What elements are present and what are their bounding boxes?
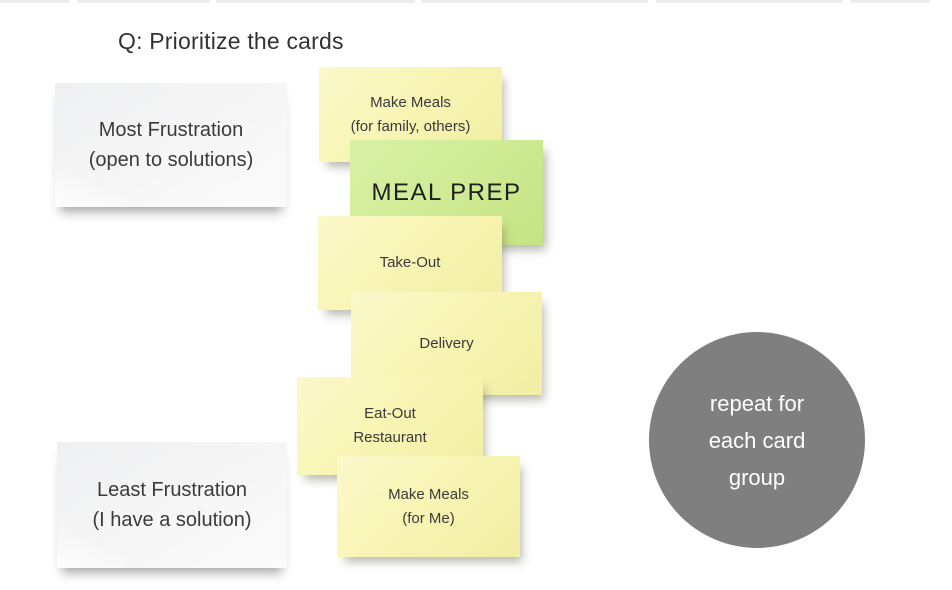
offscreen-card-edge xyxy=(656,0,843,3)
card-line: Eat-Out xyxy=(364,405,416,422)
card-meal-prep[interactable]: MEAL PREP xyxy=(350,140,543,245)
note-line: (open to solutions) xyxy=(88,149,254,171)
card-label: Delivery xyxy=(419,334,474,352)
note-least-frustration[interactable]: Least Frustration (I have a solution) xyxy=(57,442,287,568)
card-label: Take-Out xyxy=(379,254,441,271)
note-most-frustration[interactable]: Most Frustration (open to solutions) xyxy=(55,83,287,207)
annotation-circle: repeat for each card group xyxy=(649,332,865,548)
offscreen-card-edge xyxy=(0,0,70,3)
page-title: Q: Prioritize the cards xyxy=(118,28,344,54)
offscreen-card-edge xyxy=(77,0,210,3)
offscreen-card-edge xyxy=(851,0,930,3)
circle-line: repeat for xyxy=(709,390,805,416)
card-line: Make Meals xyxy=(370,93,451,111)
card-label: MEAL PREP xyxy=(371,178,522,206)
card-line: Restaurant xyxy=(353,429,427,446)
card-line: (for family, others) xyxy=(350,117,471,135)
card-make-meals-me[interactable]: Make Meals (for Me) xyxy=(337,456,520,557)
offscreen-card-edge xyxy=(216,0,415,3)
card-line: (for Me) xyxy=(402,509,455,527)
circle-line: group xyxy=(728,464,786,490)
card-line: Make Meals xyxy=(388,485,469,503)
circle-line: each card xyxy=(708,427,806,453)
note-line: (I have a solution) xyxy=(92,509,252,531)
note-line: Least Frustration xyxy=(96,479,248,501)
offscreen-card-edge xyxy=(421,0,648,3)
note-line: Most Frustration xyxy=(98,119,244,141)
